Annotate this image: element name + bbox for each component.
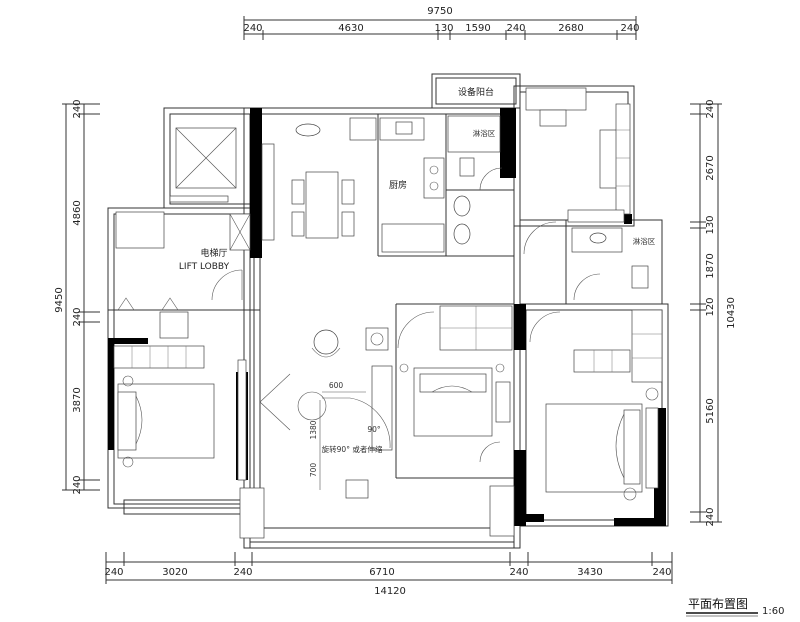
right-total-dim: 10430 [726,297,737,329]
shower-2-label: 淋浴区 [633,236,656,246]
dim-700-label: 700 [309,463,318,478]
master-bedroom [529,309,663,501]
right-dim-2: 2670 [705,155,716,180]
bottom-dimension-chain: 240 3020 240 6710 240 3430 240 14120 [104,552,673,597]
top-dim-5: 240 [506,23,525,34]
elevator-hall-label: 电梯厅 [200,247,227,259]
dim-600-label: 600 [329,381,344,390]
bottom-dim-7: 240 [652,567,671,578]
bottom-dim-4: 6710 [369,567,394,578]
kitchen: 厨房 [379,117,445,253]
top-dim-2: 4630 [338,23,363,34]
top-total-dim: 9750 [427,6,452,17]
left-dim-3: 240 [72,307,83,326]
bottom-dim-2: 3020 [162,567,187,578]
left-dim-5: 240 [72,475,83,494]
bottom-dim-6: 3430 [577,567,602,578]
bottom-dim-5: 240 [509,567,528,578]
equipment-balcony: 设备阳台 [458,86,494,98]
bottom-dim-1: 240 [104,567,123,578]
top-bathroom: 淋浴区 [447,115,503,245]
left-dim-1: 240 [72,99,83,118]
right-dim-6: 5160 [705,398,716,423]
drawing-title: 平面布置图 [688,597,748,611]
elevator-shaft [169,127,251,251]
top-dim-4: 1590 [465,23,490,34]
bottom-total-dim: 14120 [374,586,406,597]
dining-area [261,117,377,241]
top-dim-6: 2680 [558,23,583,34]
right-dimension-chain: 240 2670 130 1870 120 5160 240 10430 [690,99,737,527]
right-dim-7: 240 [705,507,716,526]
top-dim-1: 240 [243,23,262,34]
right-bathroom: 淋浴区 [571,227,656,301]
dim-1380-label: 1380 [309,420,318,439]
left-dim-2: 4860 [72,200,83,225]
right-dim-1: 240 [705,99,716,118]
middle-bedroom [397,305,515,537]
lift-lobby-label: LIFT LOBBY [179,262,230,272]
living-area: 600 1380 700 90° 旋转90° 或者伸缩 [259,327,393,499]
top-right-room [523,87,631,255]
left-bedroom [113,345,265,539]
right-dim-4: 1870 [705,253,716,278]
right-dim-3: 130 [705,215,716,234]
kitchen-label: 厨房 [389,179,407,191]
top-dim-3: 130 [434,23,453,34]
drawing-scale: 1:60 [762,606,784,617]
rotate-note-label: 旋转90° 或者伸缩 [322,444,383,454]
left-dim-4: 3870 [72,387,83,412]
top-dim-7: 240 [620,23,639,34]
equipment-balcony-label: 设备阳台 [458,86,494,98]
left-dimension-chain: 9450 240 4860 240 3870 240 [54,99,100,495]
angle-90-label: 90° [367,425,381,434]
top-dimension-chain: 9750 240 4630 130 1590 240 2680 240 [243,6,640,40]
left-total-dim: 9450 [54,287,65,312]
shower-1-label: 淋浴区 [473,128,496,138]
drawing-title-block: 平面布置图 1:60 [686,597,784,617]
bottom-dim-3: 240 [233,567,252,578]
right-dim-5: 120 [705,297,716,316]
elevator-hall: 电梯厅 LIFT LOBBY [115,211,243,339]
